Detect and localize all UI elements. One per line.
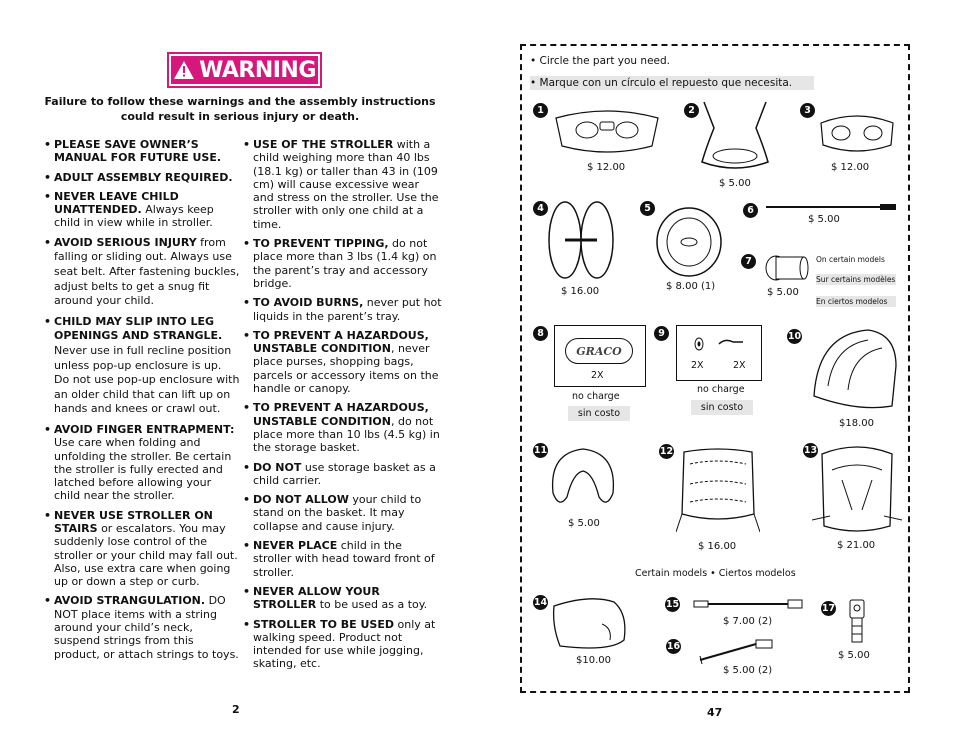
warning-item: NEVER USE STROLLER ON STAIRS or escalato… (44, 509, 240, 589)
instruction-es: • Marque con un círculo el repuesto que … (530, 76, 814, 90)
seat-pad-part[interactable] (676, 444, 760, 538)
part-number-badge: 1 (533, 103, 548, 118)
warning-item: TO AVOID BURNS, never put hot liquids in… (243, 296, 443, 323)
note-es: En ciertos modelos (816, 296, 896, 307)
bar-part[interactable] (692, 598, 804, 610)
bumper-bar-part[interactable] (694, 98, 776, 176)
wheel-cap-part[interactable] (764, 253, 810, 283)
part-number-badge: 12 (659, 444, 674, 459)
seat-harness-part[interactable] (812, 440, 902, 540)
warning-item: DO NOT ALLOW your child to stand on the … (243, 493, 443, 533)
part-number-badge: 4 (533, 201, 548, 216)
logo-badge-box[interactable]: GRACO 2X (554, 325, 646, 387)
instruction-en: • Circle the part you need. (530, 55, 671, 67)
warning-item: STROLLER TO BE USED only at walking spee… (243, 618, 443, 671)
note-en: On certain models (816, 255, 885, 264)
part-number-badge: 11 (533, 443, 548, 458)
warning-item: AVOID STRANGULATION. DO NOT place items … (44, 594, 240, 660)
part-price: $ 12.00 (831, 162, 870, 173)
part-price: $10.00 (576, 655, 611, 666)
part-number-badge: 9 (654, 326, 669, 341)
warning-triangle-icon (174, 61, 195, 79)
part-price-es: sin costo (568, 406, 630, 421)
warning-item: NEVER ALLOW YOUR STROLLER to be used as … (243, 585, 443, 612)
warning-item: USE OF THE STROLLER with a child weighin… (243, 138, 443, 231)
warnings-column-2: USE OF THE STROLLER with a child weighin… (243, 138, 443, 677)
part-price: $ 12.00 (587, 162, 626, 173)
graco-logo: GRACO (565, 338, 633, 364)
part-price-es: sin costo (691, 400, 753, 415)
qty-label: 2X (733, 360, 746, 371)
short-bar-part[interactable] (696, 636, 776, 666)
warning-item: PLEASE SAVE OWNER’S MANUAL FOR FUTURE US… (44, 138, 240, 165)
rear-wheel-part[interactable] (545, 198, 617, 282)
part-number-badge: 5 (640, 201, 655, 216)
part-price: $ 5.00 (808, 214, 840, 225)
part-number-badge: 8 (533, 326, 548, 341)
part-price: $ 5.00 (719, 178, 751, 189)
part-number-badge: 14 (533, 595, 548, 610)
part-number-badge: 7 (741, 254, 756, 269)
parent-tray-part[interactable] (552, 102, 662, 158)
part-price: no charge (697, 384, 745, 395)
part-price: $18.00 (839, 418, 874, 429)
head-support-part[interactable] (545, 443, 621, 517)
part-price: $ 5.00 (568, 518, 600, 529)
part-number-badge: 3 (800, 103, 815, 118)
warning-item: AVOID FINGER ENTRAPMENT: Use care when f… (44, 423, 240, 503)
part-number-badge: 2 (684, 103, 699, 118)
warning-item: CHILD MAY SLIP INTO LEG OPENINGS AND STR… (44, 315, 240, 417)
front-wheel-part[interactable] (654, 205, 724, 279)
canopy-part[interactable] (808, 326, 900, 412)
part-price: $ 16.00 (698, 541, 737, 552)
warning-item: TO PREVENT A HAZARDOUS, UNSTABLE CONDITI… (243, 401, 443, 454)
warning-item: ADULT ASSEMBLY REQUIRED. (44, 171, 240, 185)
warning-item: AVOID SERIOUS INJURY from falling or sli… (44, 236, 240, 309)
part-price: $ 5.00 (2) (723, 665, 773, 676)
child-tray-part[interactable] (817, 105, 897, 159)
parts-frame (520, 44, 910, 693)
warning-item: NEVER LEAVE CHILD UNATTENDED. Always kee… (44, 190, 240, 230)
part-number-badge: 15 (665, 597, 680, 612)
part-number-badge: 6 (743, 203, 758, 218)
part-number-badge: 16 (666, 639, 681, 654)
warning-banner: WARNING (167, 52, 322, 88)
note-fr: Sur certains modèles (816, 274, 896, 285)
part-price: $ 8.00 (1) (666, 281, 716, 292)
certain-models-note: Certain models • Ciertos modelos (635, 568, 796, 579)
warning-label: WARNING (199, 57, 316, 83)
boot-cover-part[interactable] (550, 594, 630, 654)
warning-item: TO PREVENT TIPPING, do not place more th… (243, 237, 443, 290)
part-price: no charge (572, 391, 620, 402)
warning-item: TO PREVENT A HAZARDOUS, UNSTABLE CONDITI… (243, 329, 443, 395)
warnings-column-1: PLEASE SAVE OWNER’S MANUAL FOR FUTURE US… (44, 138, 240, 667)
latch-part[interactable] (846, 598, 868, 644)
axle-rod-part[interactable] (762, 202, 902, 212)
part-number-badge: 17 (821, 601, 836, 616)
qty-label: 2X (691, 360, 704, 371)
screw-icon (694, 337, 743, 351)
part-number-badge: 13 (803, 443, 818, 458)
page-number-right: 47 (707, 706, 723, 719)
qty-label: 2X (591, 370, 604, 381)
warning-intro: Failure to follow these warnings and the… (44, 95, 436, 123)
warning-item: DO NOT use storage basket as a child car… (243, 461, 443, 488)
part-price: $ 7.00 (2) (723, 616, 773, 627)
part-price: $ 5.00 (767, 287, 799, 298)
page-number-left: 2 (232, 703, 240, 716)
part-price: $ 16.00 (561, 286, 600, 297)
warning-item: NEVER PLACE child in the stroller with h… (243, 539, 443, 579)
part-number-badge: 10 (787, 329, 802, 344)
part-price: $ 21.00 (837, 540, 876, 551)
part-price: $ 5.00 (838, 650, 870, 661)
screws-box[interactable]: 2X 2X (676, 325, 762, 381)
